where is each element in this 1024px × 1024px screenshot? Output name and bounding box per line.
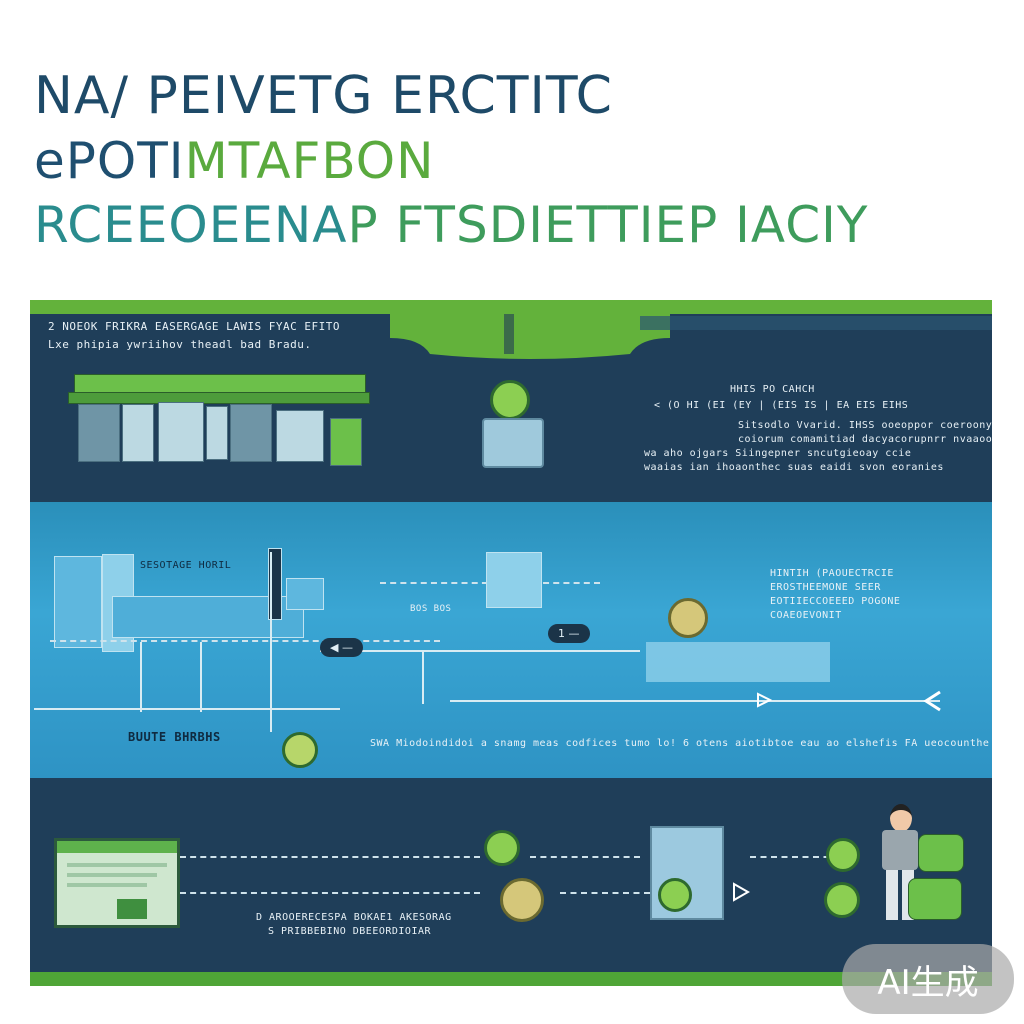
chart-card (918, 834, 964, 872)
bottom-green-band (30, 972, 992, 986)
play-arrow-icon (733, 882, 750, 902)
ai-generated-watermark: AI生成 (842, 944, 1014, 1014)
section-middle: SESOTAGE HORIL BOS BOS ◀ — 1 — HINTIH (P… (30, 502, 992, 778)
flow-line (320, 650, 640, 652)
section-bottom: D AROOERECESPA BOKAE1 AKESORAG S PRIBBEB… (30, 778, 992, 972)
title-line-3: RCEEOEENAP FTSDIETTIEP IACIY (34, 200, 868, 250)
section2-bottom-right: SWA Miodoindidoi a snamg meas codfices t… (370, 738, 990, 749)
chevron-left-icon (923, 690, 941, 712)
node-icon (826, 838, 860, 872)
flow-line (180, 856, 480, 858)
translucent-panel (646, 642, 830, 682)
flow-line (560, 892, 650, 894)
section2-right-title2: EROSTHEEMONE SEER (770, 582, 881, 593)
flow-line (50, 640, 440, 642)
section1-right-row: < (O HI (EI (EY | (EIS IS | EA EIS EIHS (654, 400, 909, 411)
section3-caption-line2: S PRIBBEBINO DBEEORDIOIAR (268, 926, 432, 937)
title-line-2b: MTAFBON (184, 132, 435, 190)
coin-icon (500, 878, 544, 922)
flow-connector (270, 552, 272, 732)
device-box (486, 552, 542, 608)
section1-right-para2: coiorum comamitiad dacyacorupnrr nvaaooi… (738, 434, 992, 445)
section2-label-left: SESOTAGE HORIL (140, 560, 232, 571)
flow-connector (140, 642, 142, 712)
section3-caption-line1: D AROOERECESPA BOKAE1 AKESORAG (256, 912, 452, 923)
section2-bottom-left: BUUTE BHRBHS (128, 730, 221, 744)
coin-icon (668, 598, 708, 638)
node-icon (824, 882, 860, 918)
title-line-3a: RCEEOEENA (34, 196, 348, 254)
pill-right: 1 — (548, 624, 590, 643)
section1-right-para3: wa aho ojgars Siingepner sncutgieoay cci… (644, 448, 912, 459)
section1-header-line2: Lxe phipia ywriihov theadl bad Bradu. (48, 338, 312, 351)
flow-connector (200, 642, 202, 712)
pill-left: ◀ — (320, 638, 363, 657)
section-top: 2 NOEOK FRIKRA EASERGAGE LAWIS FYAC EFIT… (30, 314, 992, 502)
section2-label-small: BOS BOS (410, 604, 452, 614)
pattern-strip (640, 316, 992, 330)
infographic-panel: 2 NOEOK FRIKRA EASERGAGE LAWIS FYAC EFIT… (30, 300, 992, 986)
section1-right-para1: Sitsodlo Vvarid. IHSS ooeoppor coeroony (738, 420, 992, 431)
flow-line (750, 856, 840, 858)
building-block (54, 556, 102, 648)
monitor-card (54, 838, 180, 928)
coin-icon (282, 732, 318, 768)
hanging-banner (390, 314, 670, 359)
section1-header-line1: 2 NOEOK FRIKRA EASERGAGE LAWIS FYAC EFIT… (48, 320, 341, 333)
section2-right-title4: COAEOEVONIT (770, 610, 842, 621)
title-line-2a: ePOTI (34, 132, 185, 190)
title-line-3c: FTSDIETTIEP IACIY (378, 196, 869, 254)
chart-card (908, 878, 962, 920)
flow-connector (422, 650, 424, 704)
section1-right-title: HHIS PO CAHCH (730, 384, 815, 395)
title-line-1: NA/ PEIVETG ERCTITC (34, 66, 613, 126)
section1-right-para4: waaias ian ihoaonthec suas eaidi svon eo… (644, 462, 944, 473)
section2-right-title3: EOTIIECCOEEED POGONE (770, 596, 901, 607)
flow-line (34, 708, 340, 710)
flow-line (450, 700, 940, 702)
title-line-3b: P (347, 196, 379, 254)
node-icon (658, 878, 692, 912)
flow-line (180, 892, 480, 894)
play-arrow-icon (757, 692, 772, 708)
top-green-band (30, 300, 992, 314)
node-icon (484, 830, 520, 866)
title-line-2: ePOTIMTAFBON (34, 136, 435, 186)
flow-line (530, 856, 640, 858)
section2-right-title1: HINTIH (PAOUECTRCIE (770, 568, 894, 579)
building-block (286, 578, 324, 610)
